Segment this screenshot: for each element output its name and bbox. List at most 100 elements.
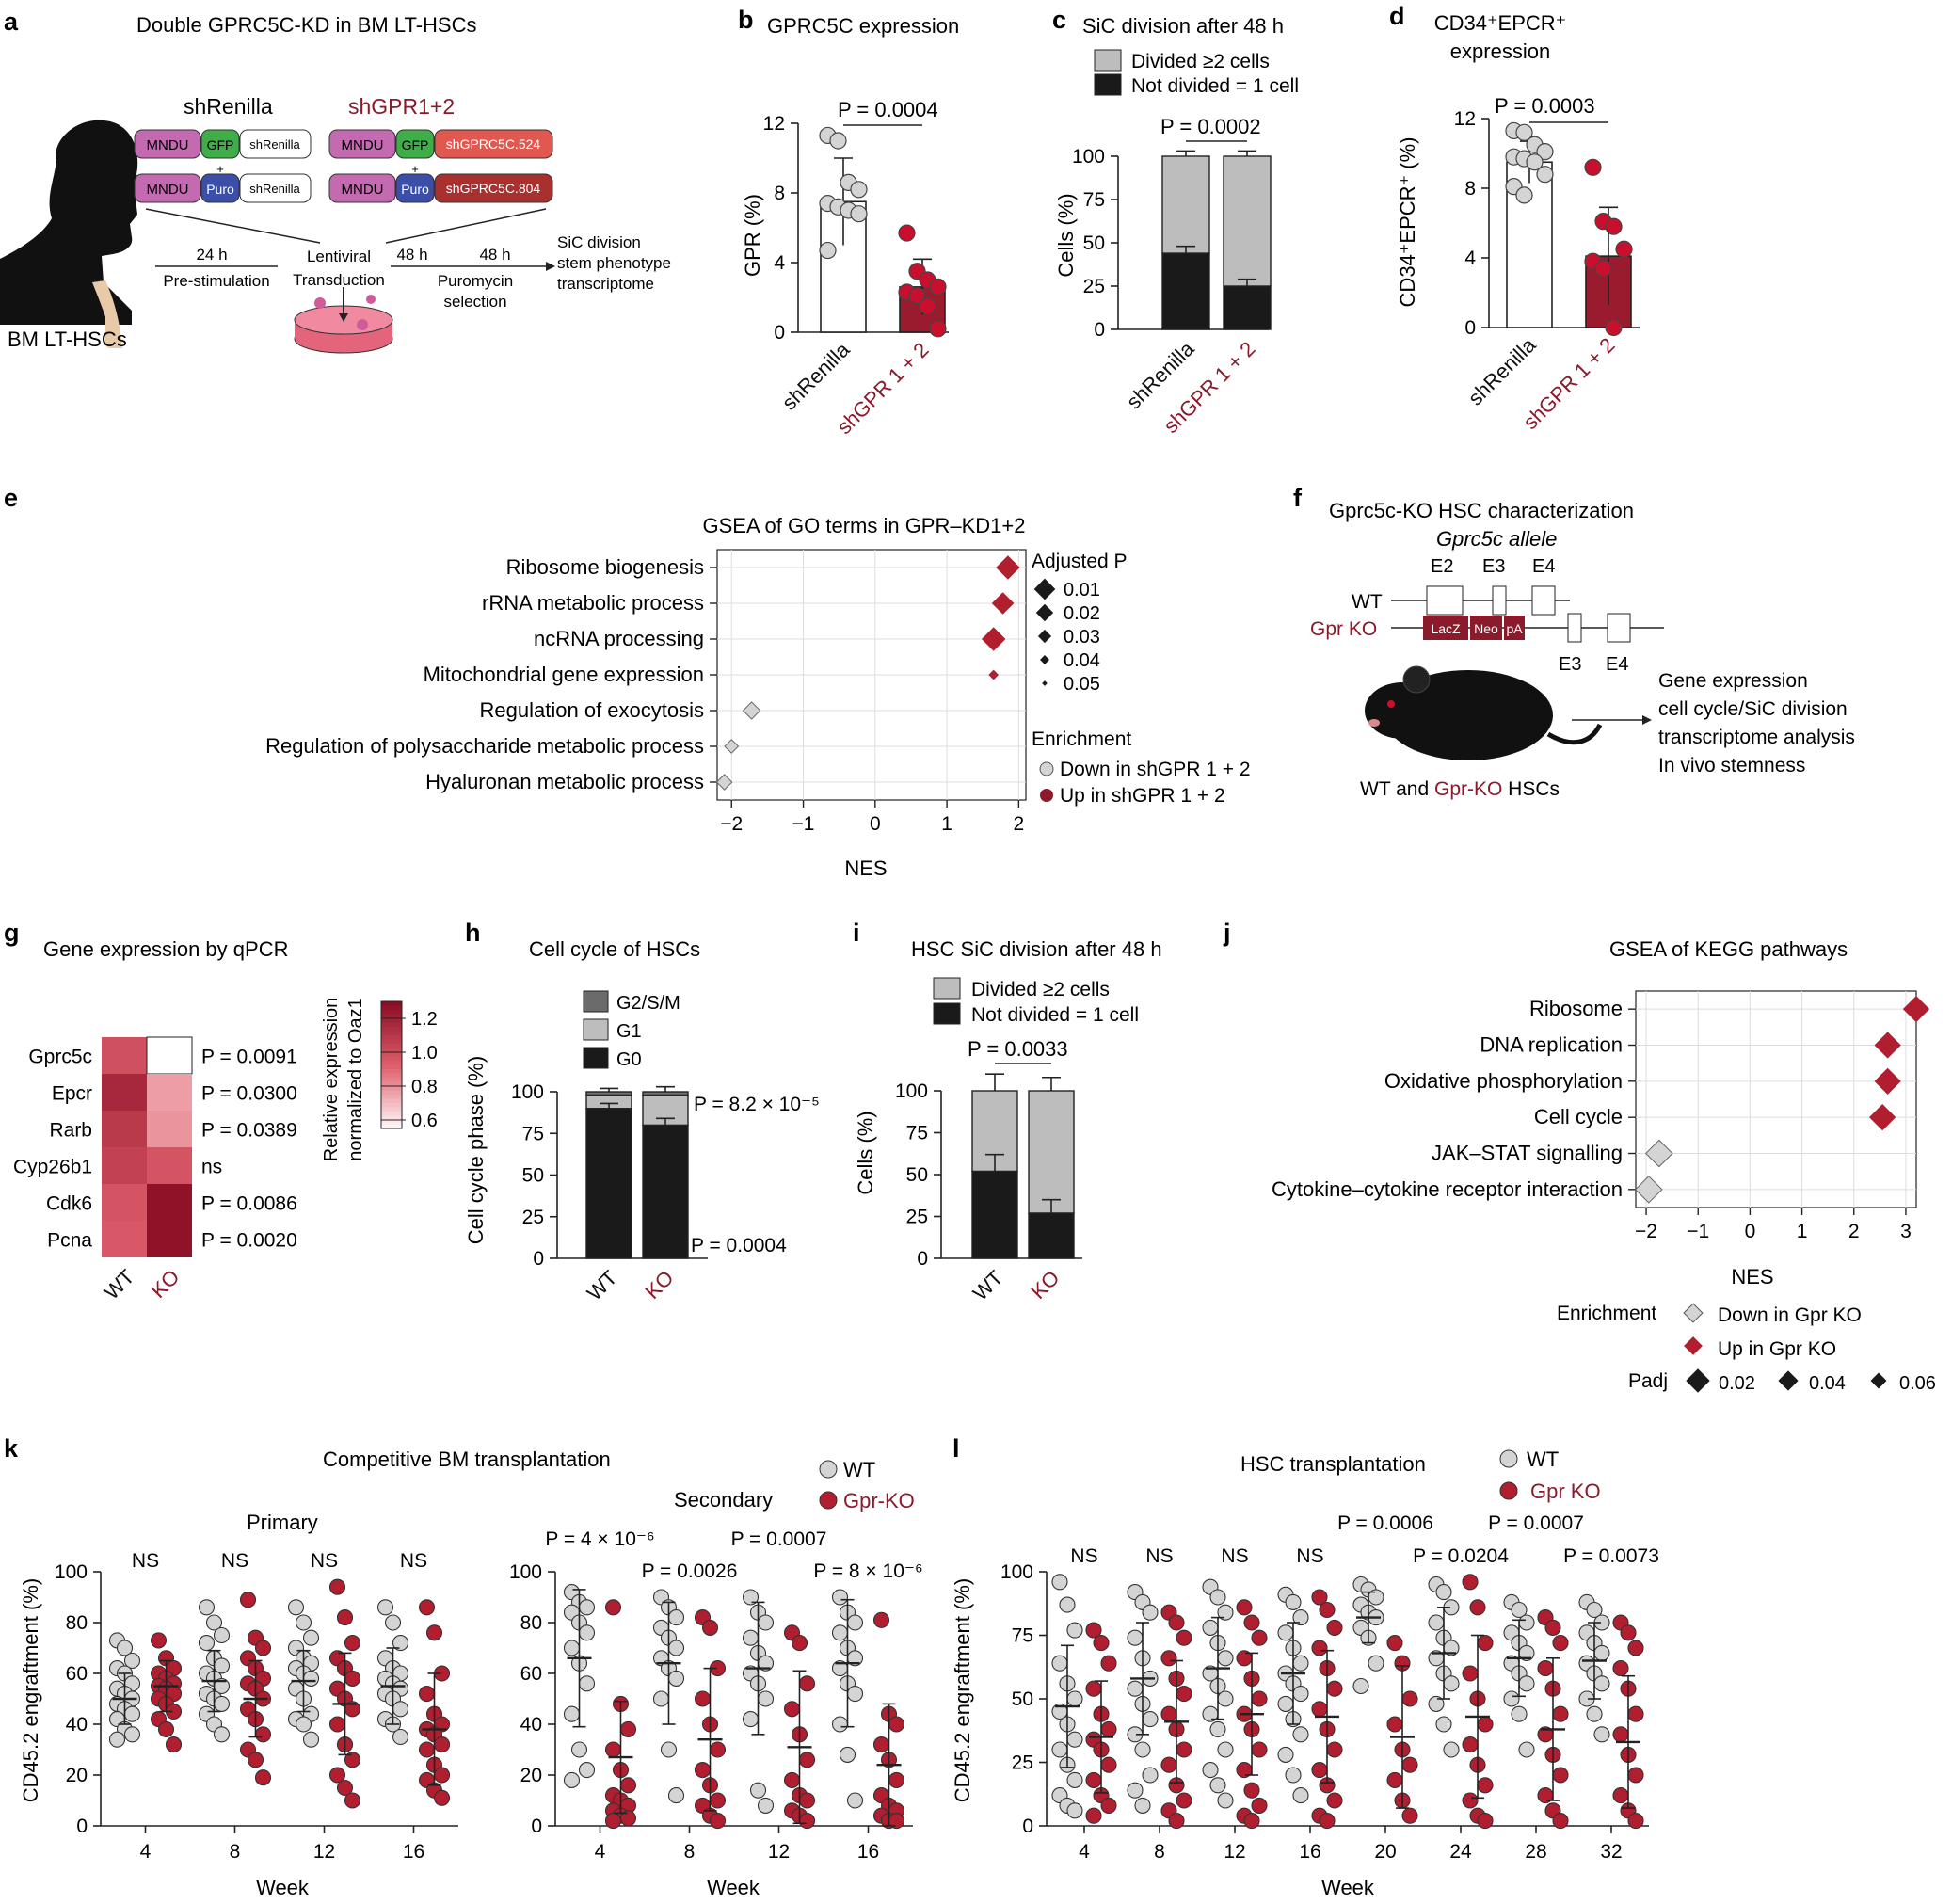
data-point [1526, 153, 1544, 171]
data-point [287, 1599, 305, 1616]
y-tick-label: 100 [895, 1080, 928, 1102]
term-label: Cytokine–cytokine receptor interaction [1272, 1177, 1623, 1201]
pa-label: pA [1506, 621, 1523, 636]
x-tick-label: 4 [595, 1841, 606, 1863]
gsea-marker [1874, 1067, 1901, 1095]
l-legend-wt: WT [1527, 1448, 1559, 1471]
data-point [1594, 260, 1612, 278]
legend-g2sm: G2/S/M [616, 993, 680, 1014]
svg-text:GFP: GFP [402, 137, 429, 152]
gsea-marker [715, 774, 733, 791]
panel-g: g Gene expression by qPCR Relative expre… [4, 919, 438, 1304]
data-point [694, 1762, 712, 1779]
data-point [213, 1695, 231, 1712]
scale-step [381, 1044, 402, 1048]
gsea-marker [991, 592, 1015, 615]
heatmap-cell [147, 1184, 192, 1221]
data-point [1605, 217, 1623, 235]
data-point [660, 1741, 678, 1758]
data-point [1085, 1622, 1102, 1639]
data-point [1127, 1629, 1144, 1646]
data-point [872, 1611, 890, 1628]
data-point [1477, 1635, 1494, 1652]
y-tick-label: 75 [522, 1123, 544, 1144]
x-tick-label: 8 [230, 1841, 241, 1863]
y-tick-label: 100 [55, 1561, 88, 1583]
heatmap-pvalue: P = 0.0086 [201, 1193, 297, 1215]
y-tick-label: 20 [520, 1765, 542, 1786]
term-label: Ribosome [1529, 997, 1623, 1020]
legend-swatch-i-divided [933, 977, 961, 1000]
padj-legend-label: 0.04 [1064, 650, 1100, 671]
stat-label: NS [1221, 1545, 1248, 1567]
data-point [1462, 1736, 1479, 1753]
svg-text:shRenilla: shRenilla [249, 137, 300, 152]
data-point [328, 1578, 346, 1595]
data-point [1142, 1711, 1159, 1728]
scale-step [381, 1005, 402, 1011]
data-point [783, 1771, 801, 1788]
l-xlabel: Week [1321, 1876, 1375, 1899]
data-point [1100, 1797, 1117, 1814]
data-point [1615, 240, 1633, 258]
x-tick-label: 12 [768, 1841, 790, 1863]
data-point [1051, 1574, 1068, 1591]
data-point [570, 1741, 588, 1758]
data-point [1435, 1584, 1452, 1601]
svg-text:MNDU: MNDU [147, 182, 189, 198]
data-point [1477, 1777, 1494, 1794]
data-point [1243, 1813, 1260, 1830]
time-24h: 24 h [196, 246, 227, 264]
data-point [1401, 1690, 1418, 1707]
panel-letter-c: c [1052, 6, 1066, 34]
data-point [1202, 1762, 1219, 1779]
gsea-marker [724, 739, 740, 754]
data-point [213, 1626, 231, 1644]
heatmap-cell [102, 1074, 147, 1111]
data-point [604, 1813, 622, 1830]
gsea-marker [996, 555, 1020, 580]
data-point [1612, 1787, 1629, 1804]
y-tick-label: 60 [66, 1663, 88, 1685]
y-tick-label: 0 [774, 322, 785, 344]
panel-letter-j: j [1223, 919, 1231, 947]
data-point [846, 1686, 864, 1703]
y-tick-label: 25 [906, 1207, 928, 1228]
data-point [1251, 1690, 1268, 1707]
data-point [418, 1599, 436, 1616]
data-point [1627, 1767, 1644, 1784]
data-point [157, 1720, 175, 1737]
data-point [1168, 1813, 1185, 1830]
data-point [667, 1609, 685, 1626]
panel-letter-f: f [1293, 484, 1303, 512]
heatmap-cell [102, 1221, 147, 1257]
data-point [1217, 1650, 1234, 1667]
data-point [108, 1731, 126, 1748]
data-point [1176, 1741, 1192, 1758]
panel-d-pvalue: P = 0.0003 [1495, 94, 1595, 118]
stacked-bar-segment [585, 1091, 632, 1096]
data-point [344, 1670, 361, 1687]
term-label: Oxidative phosphorylation [1384, 1069, 1623, 1093]
data-point [433, 1736, 451, 1753]
data-point [1093, 1635, 1110, 1652]
scale-step [381, 1022, 402, 1028]
padj-legend-label: 0.02 [1064, 603, 1100, 624]
out-transcriptome: transcriptome [557, 275, 654, 293]
panel-l-title: HSC transplantation [1240, 1452, 1426, 1476]
data-point [295, 1614, 312, 1631]
scale-step [381, 1010, 402, 1015]
k-legend-wt: WT [843, 1458, 875, 1481]
stat-label: P = 0.0073 [1563, 1545, 1659, 1567]
data-point [1536, 166, 1554, 184]
data-point [344, 1792, 361, 1809]
data-point [757, 1797, 775, 1814]
y-tick-label: 0 [1464, 317, 1476, 339]
scale-step [381, 1107, 402, 1112]
data-point [165, 1736, 183, 1753]
data-point [1319, 1813, 1336, 1830]
plus-sign: + [411, 162, 419, 176]
legend-i-divided: Divided ≥2 cells [971, 979, 1110, 1000]
y-tick-label: 0 [531, 1816, 542, 1837]
